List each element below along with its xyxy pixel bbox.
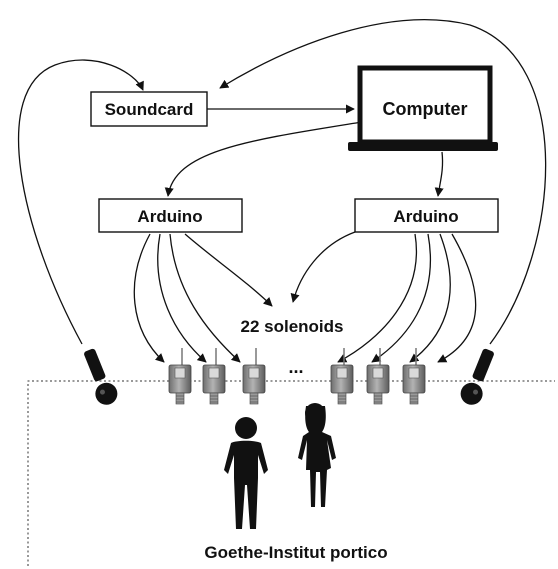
arduino-right-box: Arduino (354, 198, 499, 233)
solenoid-array (168, 348, 426, 405)
soundcard-label: Soundcard (105, 100, 194, 119)
solenoid-icon (402, 348, 426, 405)
soundcard-box: Soundcard (90, 91, 208, 127)
arrow-mic-left-soundcard (18, 59, 144, 345)
person-silhouette-icon (224, 417, 268, 529)
solenoid-icon (202, 348, 226, 405)
arduino-left-box: Arduino (98, 198, 243, 233)
solenoid-icon (330, 348, 354, 405)
arduino-right-label: Arduino (393, 207, 458, 226)
arrow-computer-arduino-left (164, 121, 363, 197)
computer-label: Computer (383, 99, 468, 119)
microphone-icon (84, 348, 118, 405)
solenoids-ellipsis: ... (288, 357, 303, 377)
arduino-left-label: Arduino (137, 207, 202, 226)
venue-label: Goethe-Institut portico (204, 543, 387, 562)
solenoids-label: 22 solenoids (241, 317, 344, 336)
microphone-icon (460, 348, 494, 405)
solenoid-icon (242, 348, 266, 405)
connections (18, 19, 547, 363)
solenoid-icon (366, 348, 390, 405)
laptop-icon: Computer (348, 65, 498, 151)
arrow-computer-arduino-right (434, 151, 444, 197)
arrow-mic-right-soundcard (219, 19, 547, 345)
person-silhouette-icon (298, 403, 336, 507)
portico-outline (27, 380, 555, 566)
solenoid-icon (168, 348, 192, 405)
